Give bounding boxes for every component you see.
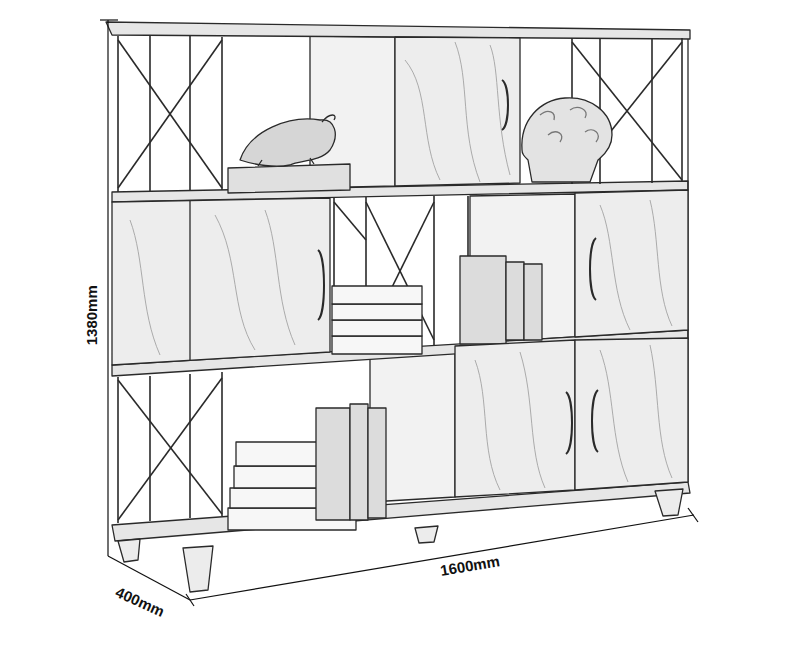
dimension-label: 1380mm — [84, 283, 101, 347]
dimension-label: 400mm — [111, 583, 169, 621]
